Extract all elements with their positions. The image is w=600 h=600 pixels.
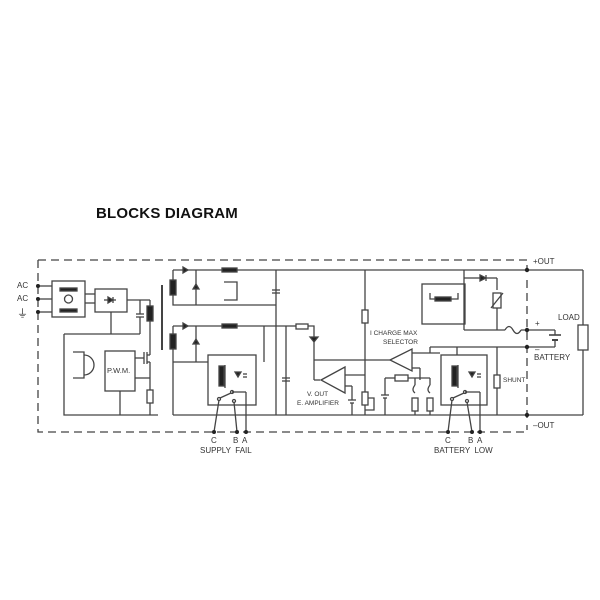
battery-label: BATTERY <box>534 353 571 362</box>
battery-plus-label: + <box>535 319 540 328</box>
amplifier-label-1: V. OUT <box>307 391 329 398</box>
supply-fail-relay <box>207 354 257 406</box>
diagram-title: BLOCKS DIAGRAM <box>96 205 238 222</box>
shunt-label: SHUNT <box>503 377 526 384</box>
charge-selector-label-1: I CHARGE MAX <box>370 330 418 337</box>
battery-low-b-label: B <box>468 436 474 445</box>
supply-fail-a-label: A <box>242 436 248 445</box>
supply-fail-label: SUPPLY FAIL <box>200 446 252 455</box>
battery-low-a-label: A <box>477 436 483 445</box>
charge-relay <box>421 283 466 325</box>
minus-out-label: –OUT <box>533 421 555 430</box>
load-label: LOAD <box>558 313 580 322</box>
supply-fail-b-label: B <box>233 436 239 445</box>
battery-minus-label: – <box>535 345 540 354</box>
amplifier-label-2: E. AMPLIFIER <box>297 400 339 407</box>
fuse <box>504 325 522 335</box>
vout-amplifier <box>319 365 346 395</box>
plus-out-label: +OUT <box>533 257 555 266</box>
charge-selector-amplifier <box>388 347 413 373</box>
emi-filter-block <box>51 280 86 318</box>
battery-low-label: BATTERY LOW <box>434 446 493 455</box>
battery-low-c-label: C <box>445 436 451 445</box>
pwm-label: P.W.M. <box>107 366 131 375</box>
load-resistor <box>577 324 589 351</box>
charge-selector-label-2: SELECTOR <box>383 339 418 346</box>
ac-input-2-label: AC <box>17 294 29 303</box>
ac-input-1-label: AC <box>17 281 29 290</box>
earth-icon: ⏚ <box>17 308 28 320</box>
shunt-resistor <box>493 374 501 389</box>
battery-low-relay <box>440 354 488 406</box>
supply-fail-c-label: C <box>211 436 217 445</box>
